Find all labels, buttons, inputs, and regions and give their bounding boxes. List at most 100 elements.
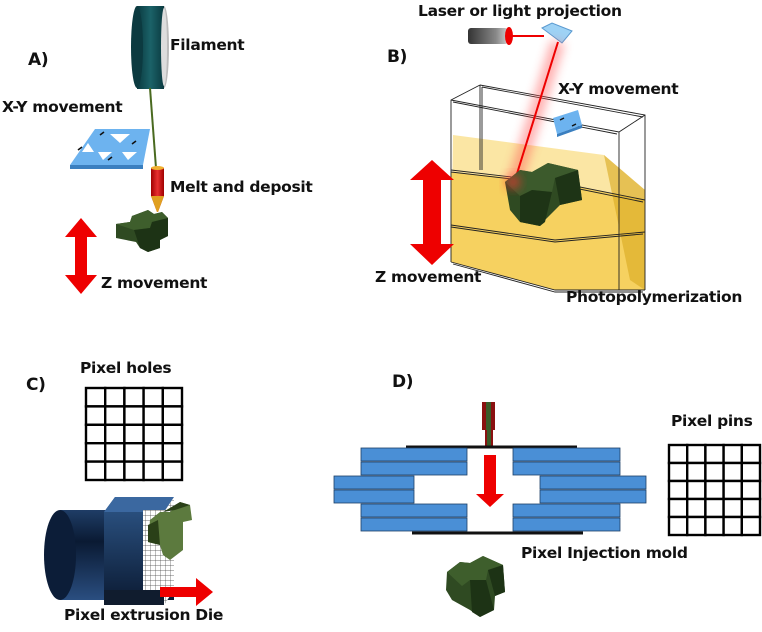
grid-cell — [123, 460, 145, 482]
grid-cell — [722, 443, 743, 465]
panel-d — [333, 402, 762, 617]
printed-part-icon — [505, 163, 582, 226]
mold-pin-bar — [360, 461, 468, 476]
grid-cell — [722, 515, 743, 537]
grid-cell — [740, 497, 762, 519]
pixel-holes-grid — [84, 386, 184, 482]
photopolymerization-label: Photopolymerization — [566, 288, 743, 306]
grid-cell — [686, 497, 707, 519]
panel-d-letter: D) — [392, 372, 414, 392]
printed-part-icon — [116, 210, 168, 252]
grid-cell — [142, 460, 165, 482]
extrusion-die-icon — [44, 497, 174, 605]
grid-cell — [667, 443, 689, 465]
grid-cell — [667, 515, 689, 537]
panel-a-letter: A) — [28, 50, 49, 70]
grid-cell — [722, 497, 743, 519]
grid-cell — [123, 386, 145, 408]
grid-cell — [740, 515, 762, 537]
grid-cell — [667, 497, 689, 519]
panel-b-letter: B) — [387, 47, 408, 67]
injection-nozzle-icon — [482, 402, 495, 447]
grid-cell — [686, 461, 707, 483]
mirror-icon — [541, 22, 573, 44]
grid-cell — [686, 443, 707, 465]
grid-cell — [103, 405, 126, 426]
filament-label: Filament — [170, 36, 245, 54]
pixel-holes-label: Pixel holes — [80, 359, 172, 377]
grid-cell — [142, 442, 165, 463]
z-movement-label-a: Z movement — [101, 274, 208, 292]
injection-mold-label: Pixel Injection mold — [521, 544, 688, 562]
grid-cell — [740, 461, 762, 483]
grid-cell — [740, 479, 762, 501]
mold-pin-bar — [333, 475, 415, 490]
panel-a — [65, 6, 169, 294]
grid-cell — [722, 461, 743, 483]
z-movement-label-b: Z movement — [375, 268, 482, 286]
filament-strand — [149, 87, 157, 169]
xy-movement-plate-icon — [70, 129, 150, 169]
z-movement-arrow-icon — [410, 160, 454, 265]
pixel-pins-grid — [667, 443, 762, 537]
molded-part-icon — [446, 556, 505, 617]
grid-cell — [103, 460, 126, 482]
grid-cell — [123, 423, 145, 445]
grid-cell — [84, 386, 107, 408]
melt-deposit-label: Melt and deposit — [170, 178, 313, 196]
grid-cell — [667, 461, 689, 483]
mold-pin-bar — [360, 447, 468, 462]
grid-cell — [704, 479, 725, 501]
extrusion-die-label: Pixel extrusion Die — [64, 606, 224, 624]
mold-pin-bar — [360, 517, 468, 532]
grid-cell — [161, 386, 184, 408]
grid-cell — [686, 479, 707, 501]
grid-cell — [123, 405, 145, 426]
extruded-part-icon — [148, 502, 192, 560]
mold-pin-bar — [360, 503, 468, 518]
laser-label: Laser or light projection — [418, 2, 622, 20]
grid-cell — [84, 442, 107, 463]
mold-pin-bar — [333, 489, 415, 504]
xy-movement-label-a: X-Y movement — [2, 98, 123, 116]
nozzle-icon — [151, 166, 164, 212]
injection-arrow-icon — [476, 455, 504, 507]
mold-pin-bar — [512, 517, 621, 532]
mold-pin-bar — [539, 475, 647, 490]
mold-pin-bar — [512, 447, 621, 462]
grid-cell — [84, 405, 107, 426]
laser-source-icon — [468, 27, 513, 45]
grid-cell — [161, 405, 184, 426]
filament-spool-icon — [131, 6, 169, 89]
grid-cell — [686, 515, 707, 537]
xy-movement-small-icon — [553, 110, 582, 137]
extrusion-arrow-icon — [160, 578, 213, 606]
mold-pin-bar — [539, 489, 647, 504]
mold-pin-bar — [512, 503, 621, 518]
panel-c — [44, 386, 213, 606]
grid-cell — [142, 386, 165, 408]
grid-cell — [704, 497, 725, 519]
mold-plates — [333, 445, 647, 535]
grid-cell — [704, 461, 725, 483]
grid-cell — [667, 479, 689, 501]
laser-beam — [508, 31, 565, 183]
xy-movement-label-b: X-Y movement — [558, 80, 679, 98]
grid-cell — [161, 423, 184, 445]
grid-cell — [142, 405, 165, 426]
grid-cell — [740, 443, 762, 465]
grid-cell — [161, 460, 184, 482]
grid-cell — [84, 460, 107, 482]
panel-b — [410, 22, 646, 293]
grid-cell — [142, 423, 165, 445]
grid-cell — [704, 515, 725, 537]
grid-cell — [161, 442, 184, 463]
grid-cell — [722, 479, 743, 501]
grid-cell — [123, 442, 145, 463]
panel-c-letter: C) — [26, 375, 46, 395]
grid-cell — [704, 443, 725, 465]
mold-pin-bar — [512, 461, 621, 476]
grid-cell — [103, 423, 126, 445]
grid-cell — [84, 423, 107, 445]
